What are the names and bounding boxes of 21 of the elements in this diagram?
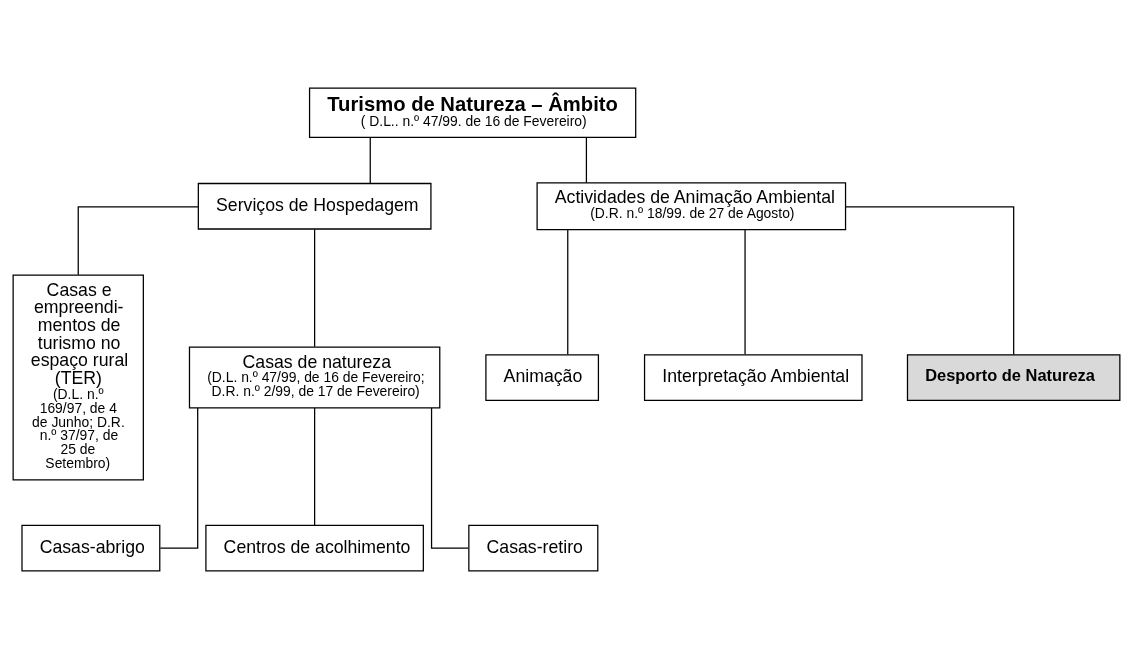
connector — [314, 406, 316, 526]
connector — [430, 406, 469, 549]
node-box: Animação — [485, 353, 600, 401]
node-box: Casas de natureza (D.L. n.º 47/99, de 16 de Fevereiro; D.R. n.º 2/99, de 17 de Fevereiro) — [188, 346, 441, 408]
node-box: Casas e empreendi- mentos de turismo no espaço rural (TER) (D.L. n.º 169/97, de 4 de Junho; D.R. n.º 37/97, de 25 de Setembro) — [12, 274, 144, 481]
connector — [159, 406, 199, 549]
node-box: Serviços de Hospedagem — [197, 182, 432, 230]
node-box: Casas-retiro — [468, 524, 599, 572]
node-box: Interpretação Ambiental — [643, 353, 863, 401]
connector — [845, 205, 1015, 355]
node-box: Centros de acolhimento — [205, 524, 424, 572]
connector — [567, 228, 569, 355]
connector — [585, 136, 588, 183]
node-box: Desporto de Natureza — [906, 353, 1121, 401]
node-box: Turismo de Natureza – Âmbito ( D.L.. n.º 47/99. de 16 de Fevereiro) — [308, 86, 637, 138]
node-box: Casas-abrigo — [21, 524, 161, 572]
connector — [369, 136, 371, 184]
connector — [744, 228, 746, 355]
node-box: Actividades de Animação Ambiental (D.R. n.º 18/99. de 27 de Agosto) — [536, 181, 847, 230]
connector — [314, 228, 316, 347]
connector — [77, 205, 199, 275]
